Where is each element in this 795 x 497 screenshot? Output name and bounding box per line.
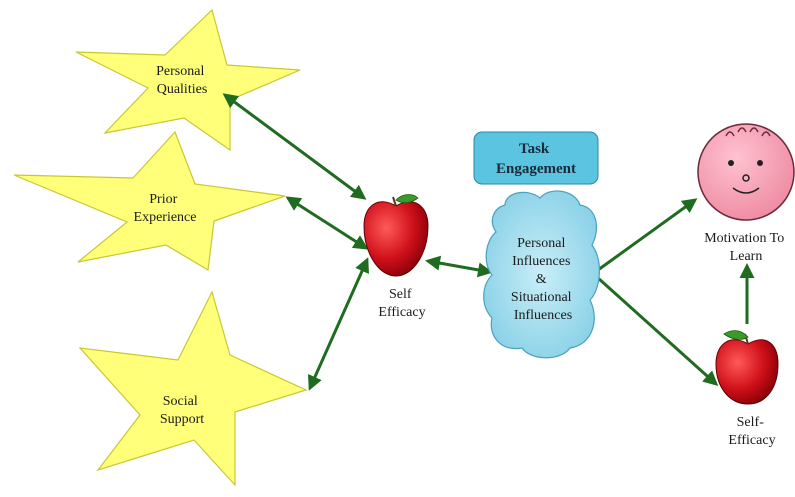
task-engagement-box (473, 131, 599, 185)
apple-icon (715, 330, 779, 405)
star-icon (78, 290, 308, 487)
node-social-support: Social Support (160, 394, 204, 427)
task-engagement-label: Task Engagement (496, 141, 576, 177)
cloud-icon (483, 190, 600, 359)
node-prior-experience: Prior Experience (134, 192, 197, 225)
arrow-experience-efficacy (285, 196, 369, 250)
arrow-influences-motivation (597, 198, 698, 272)
star-icon (75, 8, 301, 152)
arrow-efficacy-influences (425, 255, 493, 278)
node-influences: Personal Influences & Situational Influe… (511, 236, 575, 323)
node-motivation: Motivation To Learn (704, 231, 788, 264)
smiley-face-icon (697, 123, 795, 221)
node-self-efficacy-center: Self Efficacy (378, 287, 425, 320)
arrow-influences-selfefficacy (596, 276, 719, 387)
arrow-support-efficacy (308, 257, 369, 391)
apple-icon (363, 194, 429, 277)
node-self-efficacy-right: Self- Efficacy (728, 415, 775, 448)
arrow-qualities-efficacy (222, 93, 367, 200)
node-personal-qualities: Personal Qualities (156, 64, 208, 97)
